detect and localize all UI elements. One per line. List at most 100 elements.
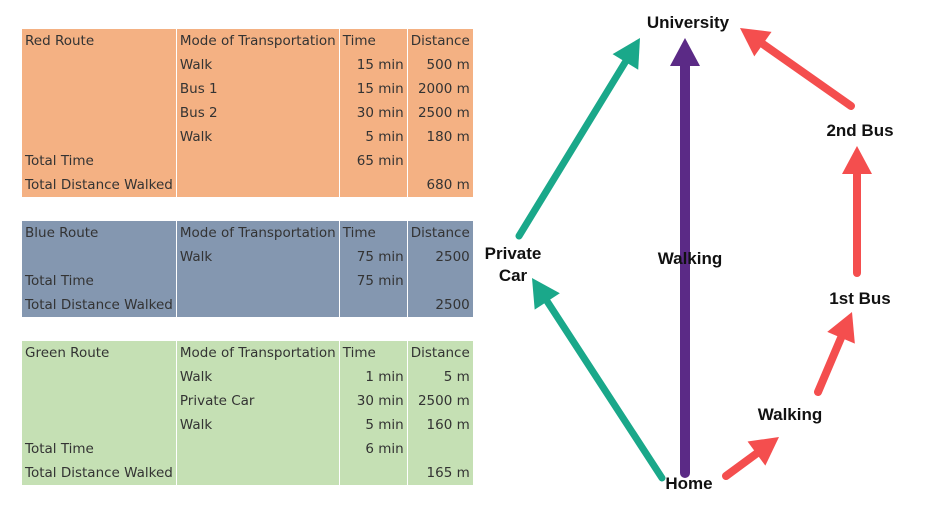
red-route-total-time-row: Total Time 65 min [22,149,474,173]
leg-mode: Walk [176,245,340,269]
leg-mode: Bus 2 [176,101,340,125]
total-distance-label: Total Distance Walked [22,293,177,317]
university-label: University [647,13,730,32]
total-distance-value: 680 m [407,173,474,197]
total-time-label: Total Time [22,269,177,293]
red-route-name: Red Route [22,29,177,53]
walking-center-label: Walking [658,249,723,268]
leg-time: 30 min [339,101,408,125]
mode-header: Mode of Transportation [176,221,340,245]
green-route-name: Green Route [22,341,177,365]
empty-cell [407,317,474,341]
blue-route-total-time-row: Total Time 75 min [22,269,474,293]
leg-time: 75 min [339,245,408,269]
time-header: Time [339,341,408,365]
total-distance-label: Total Distance Walked [22,461,177,485]
walking-right-label: Walking [758,405,823,424]
empty-cell [407,269,474,293]
red-arrow-second-bus-to-university [740,28,855,110]
leg-mode: Walk [176,53,340,77]
empty-cell [407,197,474,221]
empty-cell [176,149,340,173]
route-separator-row [22,317,474,341]
leg-distance: 2000 m [407,77,474,101]
route-separator-row [22,197,474,221]
red-route-total-distance-row: Total Distance Walked 680 m [22,173,474,197]
route-arrows [515,28,872,482]
leg-time: 15 min [339,53,408,77]
empty-cell [22,317,177,341]
blue-route-name: Blue Route [22,221,177,245]
home-label: Home [665,474,712,493]
empty-cell [176,293,340,317]
red-arrow-home-to-walking-shaft [722,448,763,480]
red-arrow-walking-to-first-bus-head [827,312,855,344]
empty-cell [176,461,340,485]
time-header: Time [339,29,408,53]
leg-mode: Bus 1 [176,77,340,101]
empty-cell [176,197,340,221]
first-bus-label: 1st Bus [829,289,890,308]
leg-time: 30 min [339,389,408,413]
leg-mode: Private Car [176,389,340,413]
total-time-label: Total Time [22,149,177,173]
empty-cell [22,245,177,269]
leg-time: 5 min [339,125,408,149]
empty-cell [176,173,340,197]
red-arrow-walking-to-first-bus [814,312,855,396]
empty-cell [339,197,408,221]
empty-cell [339,317,408,341]
distance-header: Distance [407,29,474,53]
total-distance-value: 165 m [407,461,474,485]
empty-cell [339,293,408,317]
mode-header: Mode of Transportation [176,341,340,365]
green-arrow-car-to-university-shaft [515,56,630,240]
leg-distance: 180 m [407,125,474,149]
green-arrow-home-to-car [532,278,666,482]
leg-time: 5 min [339,413,408,437]
green-arrow-home-to-car-head [532,278,560,310]
green-arrow-home-to-car-shaft [542,296,666,482]
empty-cell [407,437,474,461]
total-time-value: 75 min [339,269,408,293]
green-arrow-car-to-university [515,38,640,240]
mode-header: Mode of Transportation [176,29,340,53]
empty-cell [339,461,408,485]
distance-header: Distance [407,221,474,245]
empty-cell [407,149,474,173]
empty-cell [176,437,340,461]
red-arrow-second-bus-to-university-head [740,28,772,57]
leg-distance: 160 m [407,413,474,437]
leg-distance: 500 m [407,53,474,77]
empty-cell [22,77,177,101]
empty-cell [22,53,177,77]
blue-arrow-home-to-university [670,38,700,478]
leg-mode: Walk [176,125,340,149]
total-time-value: 65 min [339,149,408,173]
total-time-label: Total Time [22,437,177,461]
empty-cell [22,389,177,413]
red-arrow-second-bus-to-university-shaft [757,38,855,110]
leg-mode: Walk [176,365,340,389]
time-header: Time [339,221,408,245]
blue-route-total-distance-row: Total Distance Walked 2500 [22,293,474,317]
blue-arrow-home-to-university-head [670,38,700,66]
total-distance-value: 2500 [407,293,474,317]
green-route-total-distance-row: Total Distance Walked 165 m [22,461,474,485]
private-car-label-line1: Private [485,244,542,263]
empty-cell [339,173,408,197]
empty-cell [22,197,177,221]
total-distance-label: Total Distance Walked [22,173,177,197]
